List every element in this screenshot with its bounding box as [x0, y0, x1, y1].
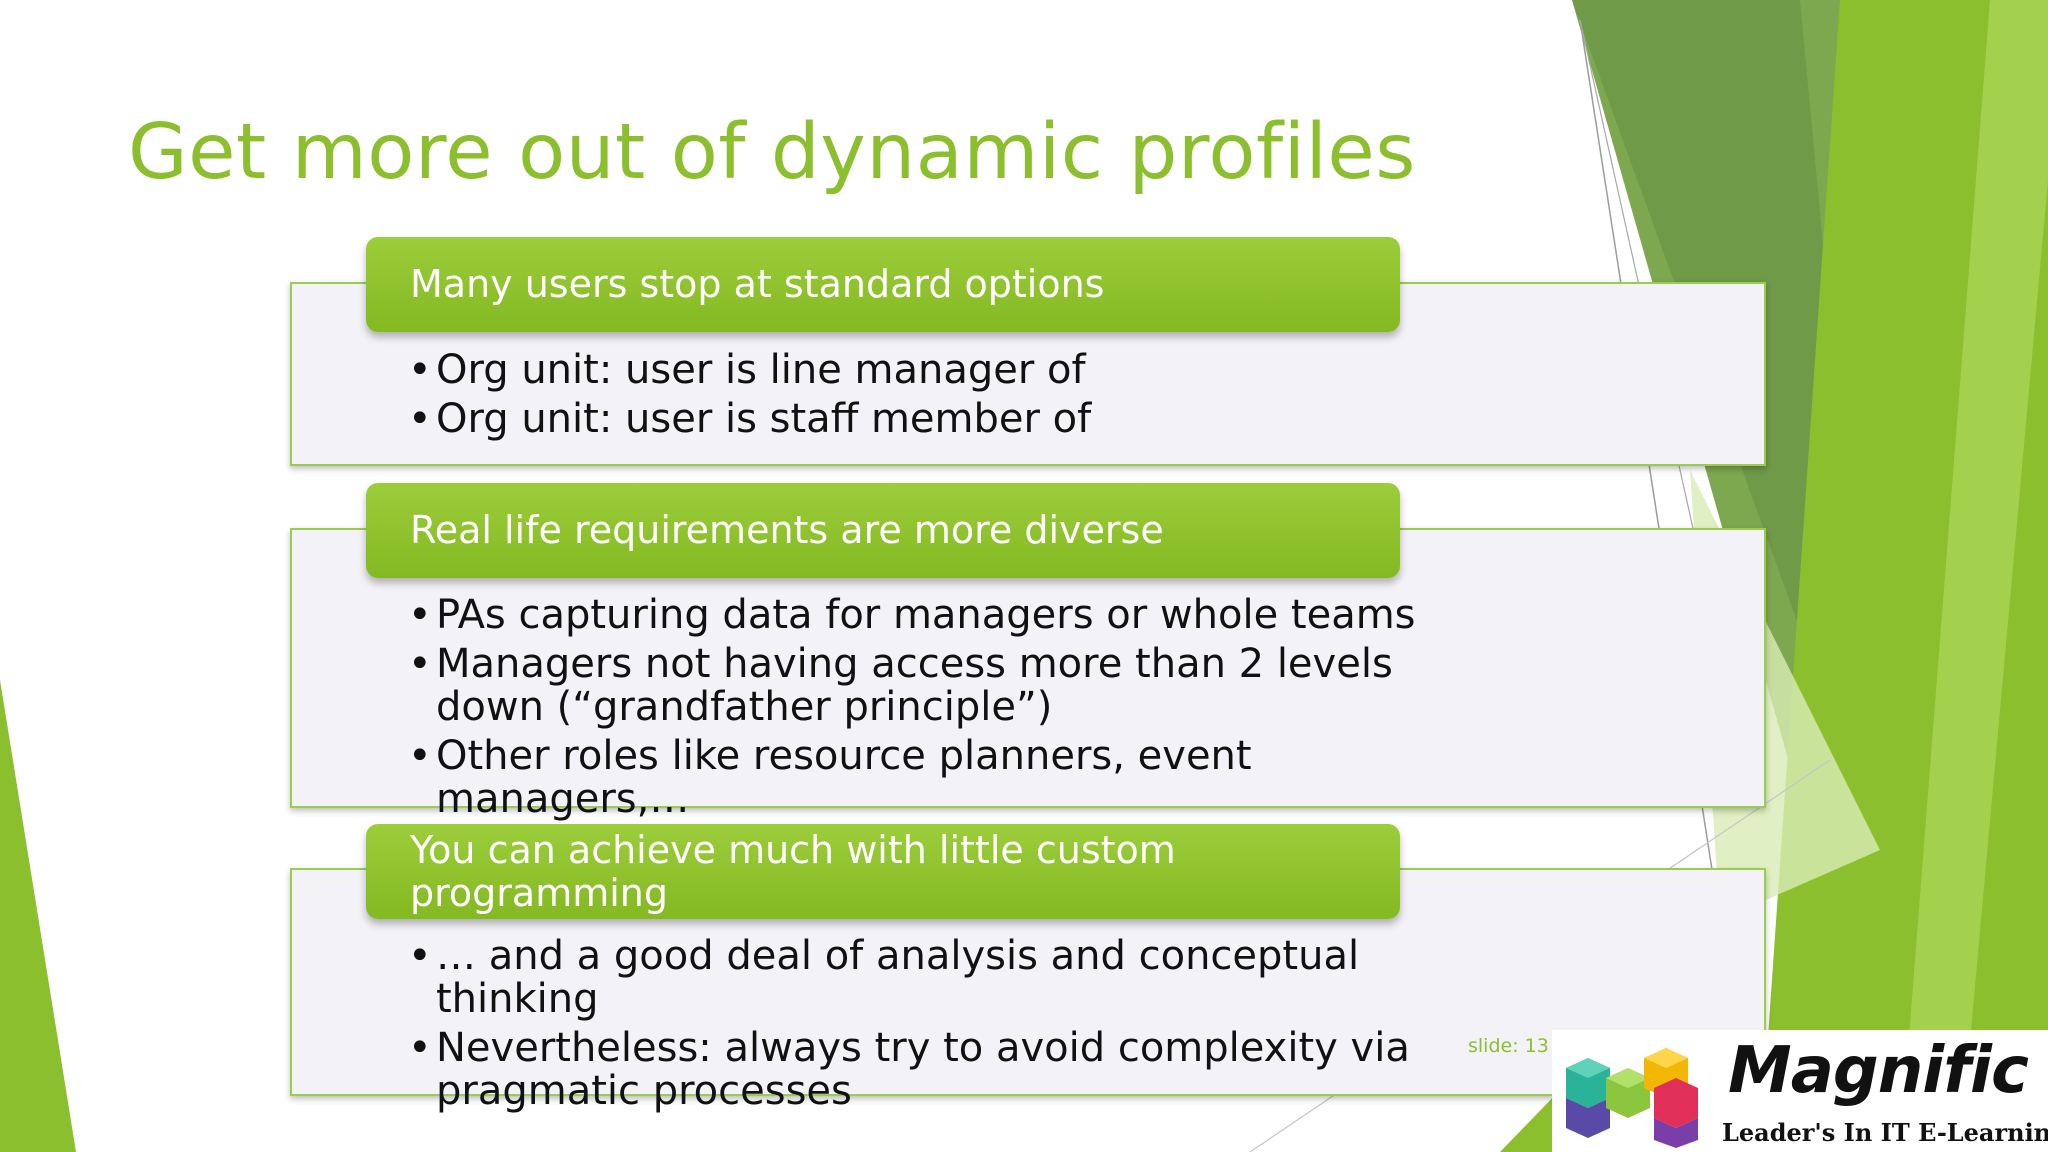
- logo-tagline: Leader's In IT E-Learning: [1722, 1118, 2048, 1147]
- section-3-header-text: You can achieve much with little custom …: [410, 827, 1176, 915]
- list-item: … and a good deal of analysis and concep…: [408, 935, 1528, 1021]
- list-item: Managers not having access more than 2 l…: [408, 643, 1428, 729]
- section-2-bullets: PAs capturing data for managers or whole…: [408, 594, 1428, 827]
- cubes-logo-icon: [1566, 1048, 1698, 1148]
- slide-number: slide: 13: [1468, 1035, 1549, 1057]
- slide-title: Get more out of dynamic profiles: [128, 108, 1416, 197]
- section-2-header: Real life requirements are more diverse: [366, 483, 1400, 578]
- section-1-bullets: Org unit: user is line manager of Org un…: [408, 349, 1091, 447]
- right-light-band: [1900, 0, 2048, 1152]
- list-item: PAs capturing data for managers or whole…: [408, 594, 1428, 638]
- left-green-sliver: [0, 680, 76, 1152]
- bottom-green-sliver: [1500, 1090, 1560, 1152]
- section-1-header-text: Many users stop at standard options: [410, 262, 1105, 306]
- section-2-header-text: Real life requirements are more diverse: [410, 508, 1164, 552]
- list-item: Org unit: user is line manager of: [408, 349, 1091, 393]
- magnific-logo: Magnific Leader's In IT E-Learning: [1552, 1030, 2048, 1152]
- list-item: Other roles like resource planners, even…: [408, 735, 1428, 821]
- logo-name: Magnific: [1728, 1034, 2029, 1108]
- section-3-header: You can achieve much with little custom …: [366, 824, 1400, 919]
- list-item: Nevertheless: always try to avoid comple…: [408, 1027, 1528, 1113]
- section-1-header: Many users stop at standard options: [366, 237, 1400, 332]
- section-3-bullets: … and a good deal of analysis and concep…: [408, 935, 1528, 1119]
- list-item: Org unit: user is staff member of: [408, 398, 1091, 442]
